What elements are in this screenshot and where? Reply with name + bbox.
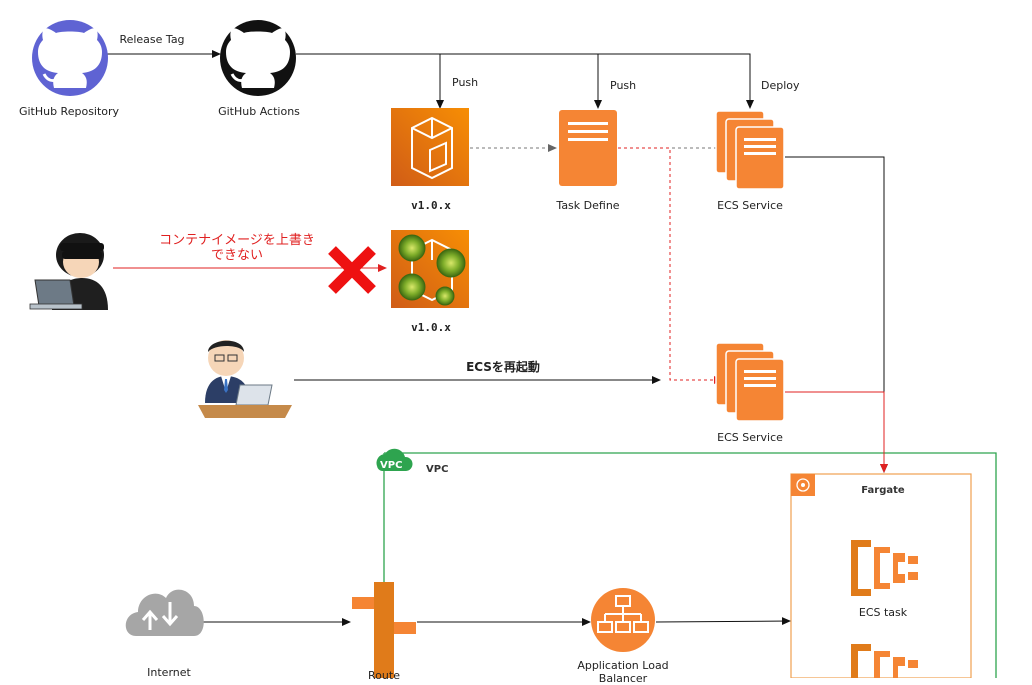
ecs-service-bottom-icon (715, 342, 785, 422)
task-define-icon (559, 110, 617, 186)
label-alb-line1: Application Load (577, 659, 669, 672)
label-alb-line2: Balancer (598, 672, 648, 685)
ecs-task-icon (851, 540, 918, 596)
label-ecs-service-bottom: ECS Service (717, 431, 783, 444)
label-github-actions: GitHub Actions (218, 105, 300, 118)
internet-cloud-icon (125, 589, 204, 636)
label-ecr-image: v1.0.x (411, 199, 451, 212)
alb-icon (591, 588, 655, 652)
label-cannot-overwrite: コンテナイメージを上書き できない (159, 233, 315, 263)
label-cannot-overwrite-line2: できない (210, 248, 263, 263)
virus-icon (435, 286, 455, 306)
label-ecr-image-infected: v1.0.x (411, 321, 451, 334)
label-alb: Application Load Balancer (577, 659, 668, 685)
label-fargate: Fargate (861, 485, 905, 496)
label-ecs-task: ECS task (858, 606, 908, 619)
ecr-image-icon (391, 108, 469, 186)
hacker-icon (29, 233, 108, 310)
label-push-1: Push (452, 76, 479, 89)
virus-icon (436, 248, 466, 278)
label-ecs-service-top: ECS Service (717, 199, 783, 212)
fargate-icon (791, 474, 815, 496)
label-vpc: VPC (426, 464, 449, 475)
virus-icon (398, 234, 426, 262)
label-push-2: Push (610, 79, 637, 92)
ecs-service-top-icon (715, 110, 785, 190)
route-icon (352, 582, 416, 678)
vpc-border (384, 452, 997, 678)
ecr-image-infected-icon (391, 230, 469, 308)
label-task-define: Task Define (556, 199, 620, 212)
edge-service-fargate (785, 156, 888, 473)
businessman-icon (198, 340, 292, 418)
edge-task-service-restart (618, 147, 723, 384)
github-repository-icon (32, 20, 108, 96)
edge-deploy (296, 53, 754, 109)
label-release-tag: Release Tag (119, 33, 185, 46)
fargate-border (790, 473, 972, 678)
label-cannot-overwrite-line1: コンテナイメージを上書き (159, 233, 315, 248)
label-vpc-badge: VPC (380, 460, 403, 471)
virus-icon (398, 273, 426, 301)
edge-alb-fargate (655, 617, 791, 626)
label-internet: Internet (147, 666, 191, 679)
github-actions-icon (220, 20, 296, 96)
x-mark-icon (328, 246, 376, 294)
ecs-task-icon-2 (851, 644, 918, 678)
label-deploy: Deploy (761, 79, 800, 92)
edge-service2-fargate (785, 391, 888, 473)
label-ecs-restart: ECSを再起動 (466, 360, 540, 374)
label-route: Route (368, 669, 400, 682)
vpc-badge-icon (376, 448, 413, 471)
label-github-repository: GitHub Repository (18, 105, 120, 118)
